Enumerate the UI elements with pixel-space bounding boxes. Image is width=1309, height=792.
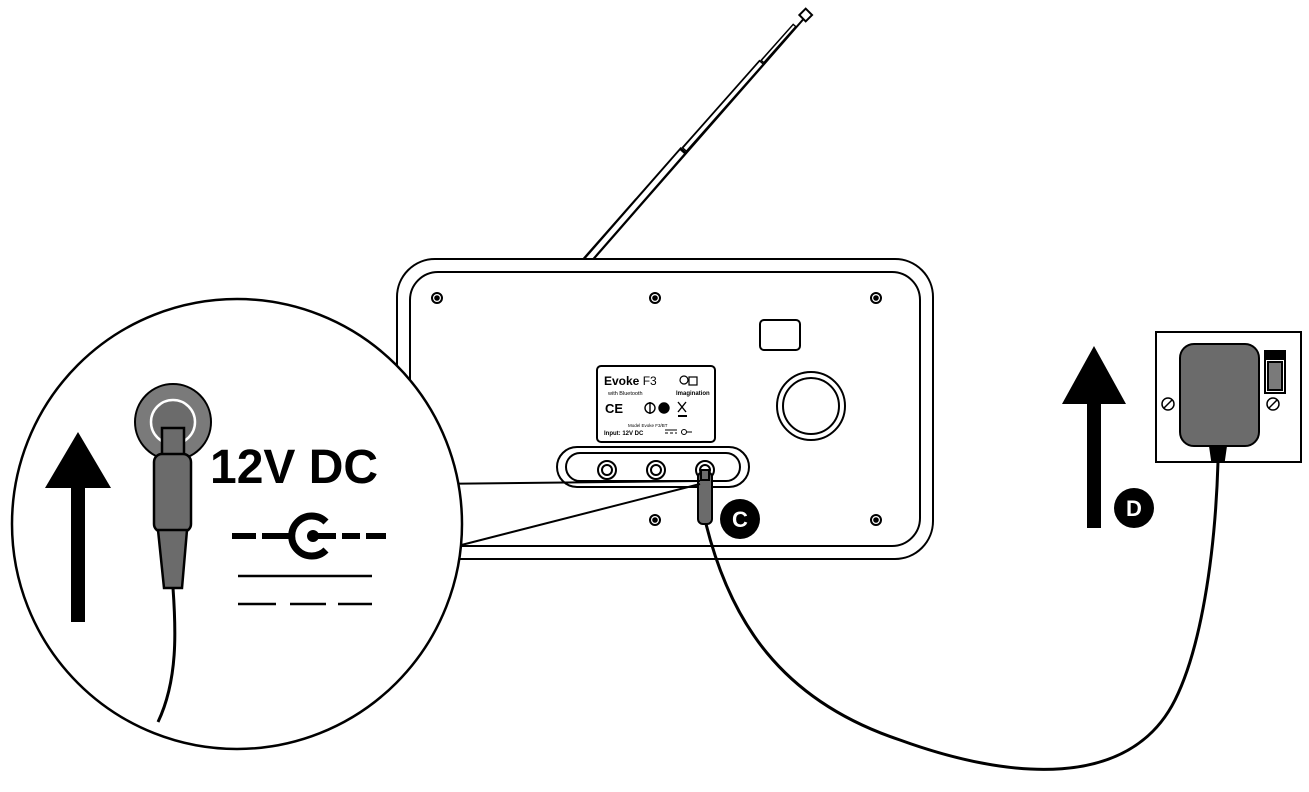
audio-socket-2 <box>646 460 666 480</box>
audio-socket-1 <box>597 460 617 480</box>
label-brand: Imagination <box>676 391 710 397</box>
up-arrow-zoom-icon <box>45 432 111 622</box>
brand-logo-icon <box>679 375 698 386</box>
screw <box>870 292 882 304</box>
power-adapter <box>1179 343 1260 461</box>
label-model-suffix: F3 <box>643 374 657 388</box>
dc-current-symbol-icon <box>238 574 372 606</box>
dc-symbol-small-icon <box>665 429 692 435</box>
socket-bay <box>556 446 750 488</box>
dc-plug-at-radio <box>697 469 713 525</box>
screws <box>431 292 882 526</box>
dc-polarity-symbol-icon <box>232 512 386 560</box>
callout-c: C <box>720 499 760 539</box>
zoom-detail-circle: 12V DC <box>10 297 464 751</box>
vent-slot <box>759 319 801 351</box>
speaker-port <box>776 371 846 441</box>
svg-text:D: D <box>1126 496 1142 521</box>
zoom-cable <box>156 587 177 723</box>
svg-text:C: C <box>732 507 748 532</box>
callout-d: D <box>1114 488 1154 528</box>
label-model-line: Model Evoke F3/BT <box>628 423 668 428</box>
up-arrow-d-icon <box>1062 346 1126 528</box>
label-marks: CE <box>605 401 623 416</box>
label-input-line: Input: 12V DC <box>604 431 644 437</box>
screw <box>649 292 661 304</box>
zoom-guide-lines <box>427 480 701 553</box>
rating-label: Evoke F3 with Bluetooth Imagination CE M… <box>596 365 716 443</box>
screw <box>870 514 882 526</box>
certification-icons <box>644 401 687 417</box>
voltage-label: 12V DC <box>210 441 378 494</box>
socket-switch <box>1264 350 1286 394</box>
socket-screw-left <box>1161 397 1175 411</box>
socket-screw-right <box>1266 397 1280 411</box>
label-model-name: Evoke <box>604 374 640 388</box>
screw <box>649 514 661 526</box>
svg-text:Evoke F3: Evoke F3 <box>604 374 657 388</box>
screw <box>431 292 443 304</box>
power-cable <box>704 461 1220 771</box>
label-tagline: with Bluetooth <box>607 391 643 397</box>
zoom-plug <box>152 426 193 590</box>
